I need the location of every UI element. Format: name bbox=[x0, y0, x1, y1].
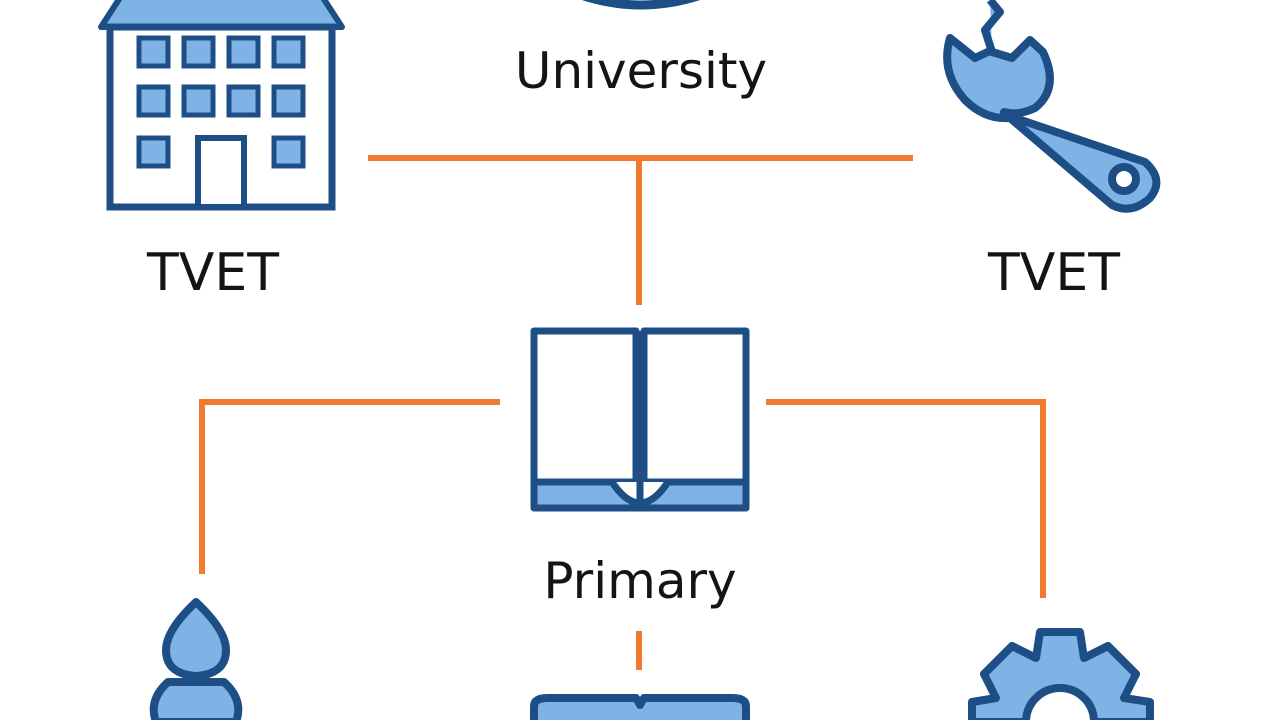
connector-lines bbox=[199, 155, 1046, 670]
building-roof bbox=[98, 0, 345, 30]
building-icon bbox=[98, 0, 345, 211]
building-door bbox=[195, 135, 247, 210]
wrench-hole bbox=[1108, 163, 1140, 195]
figure-icon bbox=[149, 598, 243, 720]
connector-left bbox=[199, 399, 500, 574]
open-book-icon-bottom bbox=[530, 694, 750, 720]
gear-icon bbox=[968, 628, 1154, 720]
wrench-icon bbox=[943, 0, 1161, 213]
primary-label: Primary bbox=[543, 552, 737, 610]
tvet-right-label: TVET bbox=[988, 243, 1120, 303]
tvet-left-label: TVET bbox=[147, 243, 279, 303]
university-label: University bbox=[514, 42, 768, 100]
graduation-cap-icon bbox=[581, 0, 701, 10]
building-windows bbox=[136, 35, 306, 169]
connector-right bbox=[766, 399, 1046, 598]
open-book-icon bbox=[530, 327, 750, 512]
